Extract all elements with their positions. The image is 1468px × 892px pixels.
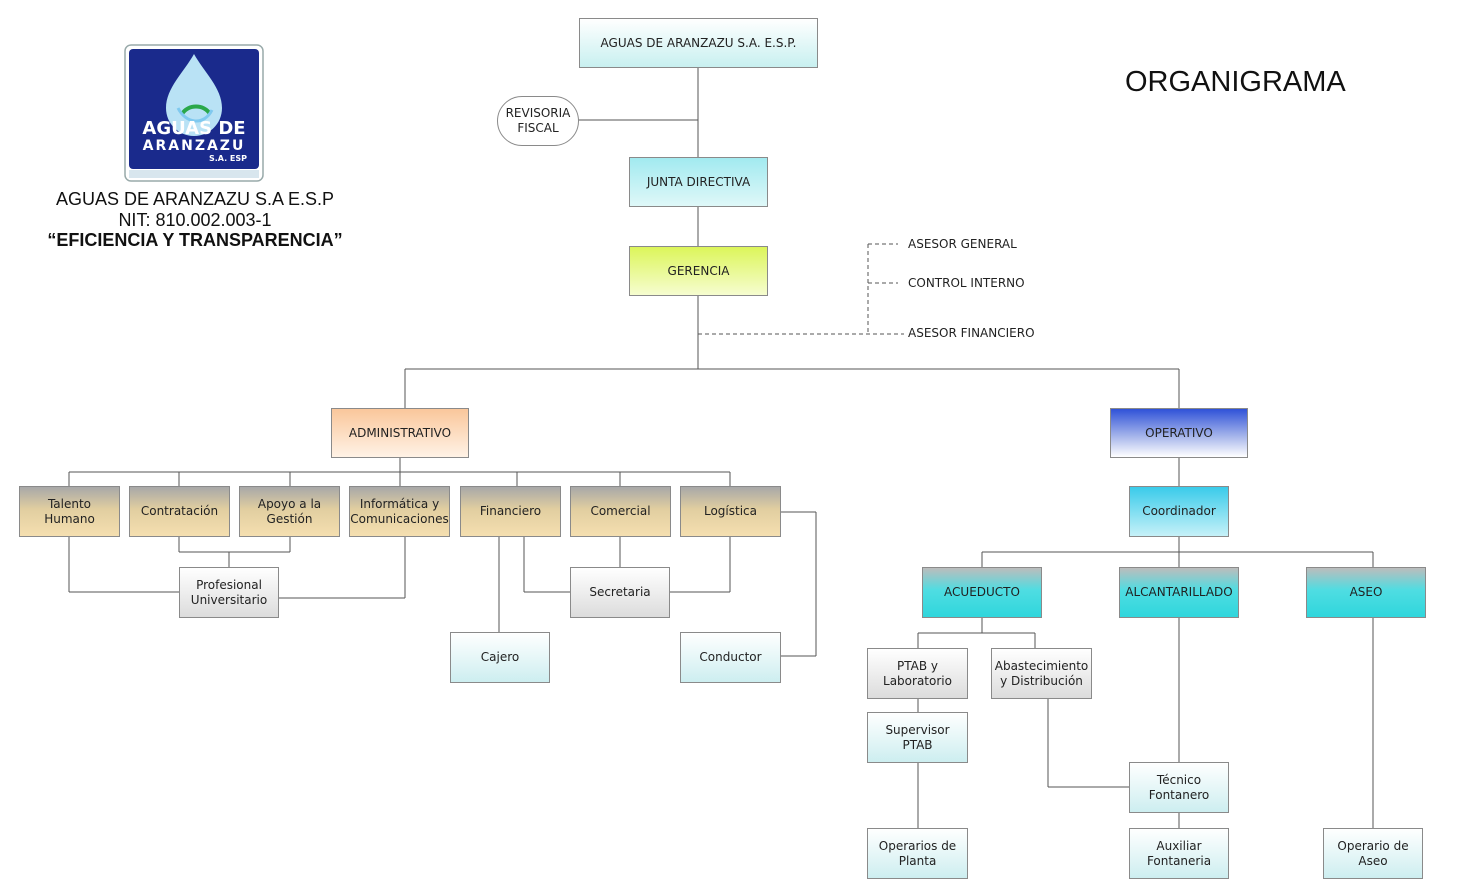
node-operario-aseo: Operario de Aseo <box>1323 828 1423 879</box>
node-logistica: Logística <box>680 486 781 537</box>
node-secretaria: Secretaria <box>570 567 670 618</box>
logo-text-line2: ARANZAZU <box>142 138 246 154</box>
node-financiero: Financiero <box>460 486 561 537</box>
node-gerencia: GERENCIA <box>629 246 768 296</box>
node-aseo: ASEO <box>1306 567 1426 618</box>
company-logo: AGUAS DE ARANZAZU S.A. ESP <box>124 44 264 182</box>
company-slogan: “EFICIENCIA Y TRANSPARENCIA” <box>47 230 343 250</box>
advisor-control-interno: CONTROL INTERNO <box>908 276 1025 290</box>
node-apoyo-gestion: Apoyo a la Gestión <box>239 486 340 537</box>
node-coordinador: Coordinador <box>1129 486 1229 537</box>
logo-text-line1: AGUAS DE <box>142 118 246 139</box>
node-junta-directiva: JUNTA DIRECTIVA <box>629 157 768 207</box>
node-ptab-laboratorio: PTAB y Laboratorio <box>867 648 968 699</box>
node-company: AGUAS DE ARANZAZU S.A. E.S.P. <box>579 18 818 68</box>
node-supervisor-ptab: Supervisor PTAB <box>867 712 968 763</box>
page-title: ORGANIGRAMA <box>1125 66 1346 98</box>
logo-text-line3: S.A. ESP <box>208 154 248 163</box>
node-tecnico-fontanero: Técnico Fontanero <box>1129 762 1229 813</box>
company-name: AGUAS DE ARANZAZU S.A E.S.P <box>55 189 335 209</box>
node-auxiliar-fontaneria: Auxiliar Fontaneria <box>1129 828 1229 879</box>
node-talento-humano: Talento Humano <box>19 486 120 537</box>
node-revisoria-fiscal: REVISORIA FISCAL <box>497 96 579 146</box>
advisor-asesor-financiero: ASESOR FINANCIERO <box>908 326 1035 340</box>
node-profesional-universitario: Profesional Universitario <box>179 567 279 618</box>
node-acueducto: ACUEDUCTO <box>922 567 1042 618</box>
node-administrativo: ADMINISTRATIVO <box>331 408 469 458</box>
node-alcantarillado: ALCANTARILLADO <box>1119 567 1239 618</box>
node-informatica: Informática y Comunicaciones <box>349 486 450 537</box>
node-contratacion: Contratación <box>129 486 230 537</box>
node-conductor: Conductor <box>680 632 781 683</box>
node-comercial: Comercial <box>570 486 671 537</box>
node-cajero: Cajero <box>450 632 550 683</box>
node-operarios-planta: Operarios de Planta <box>867 828 968 879</box>
node-operativo: OPERATIVO <box>1110 408 1248 458</box>
node-abastecimiento: Abastecimiento y Distribución <box>991 648 1092 699</box>
company-nit: NIT: 810.002.003-1 <box>118 210 272 230</box>
advisor-asesor-general: ASESOR GENERAL <box>908 237 1017 251</box>
